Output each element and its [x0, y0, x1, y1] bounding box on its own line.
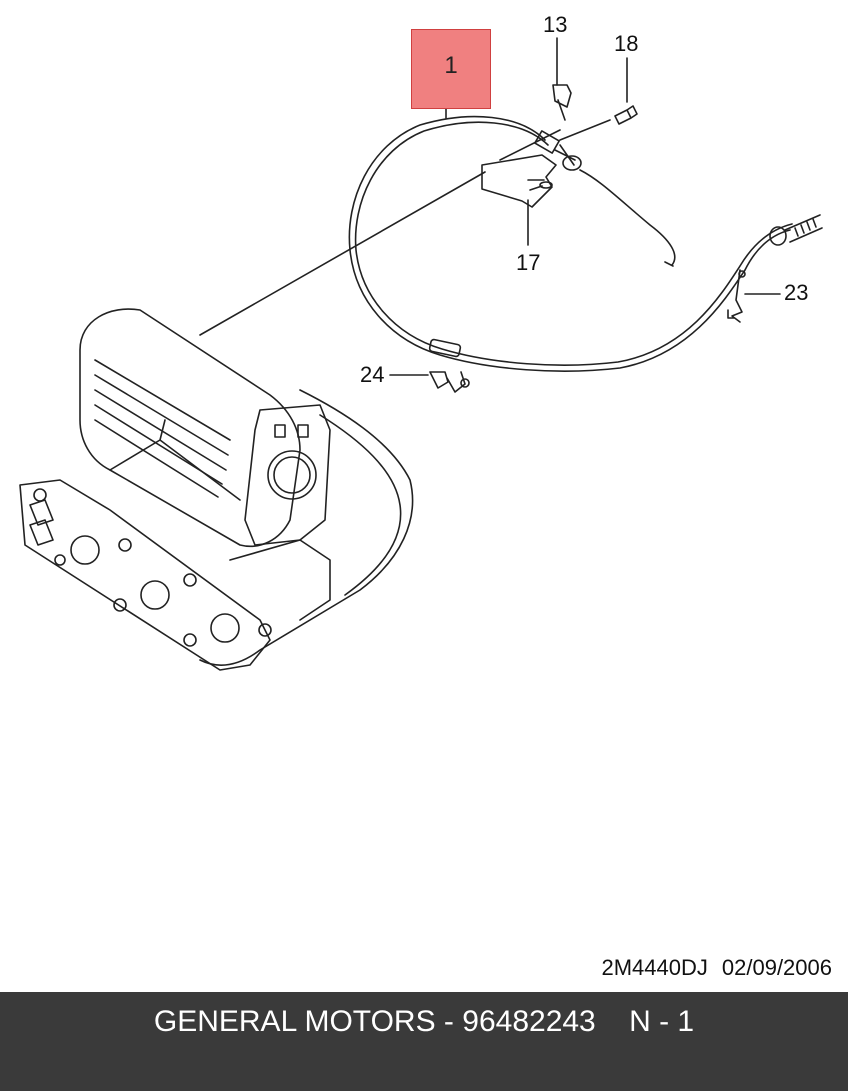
callout-13: 13 — [543, 12, 568, 37]
callout-18: 18 — [614, 31, 639, 56]
parts-diagram — [19, 37, 823, 671]
diagram-code: 2M4440DJ — [601, 955, 708, 980]
clip-23 — [727, 269, 743, 323]
clip-13 — [552, 84, 572, 108]
footer-bar: GENERAL MOTORS - 96482243 N - 1 — [0, 992, 848, 1091]
intake-manifold — [79, 308, 301, 547]
diagram-date: 02/09/2006 — [721, 955, 832, 980]
accelerator-cable — [348, 115, 791, 372]
clip-24 — [429, 371, 466, 393]
diagram-reference: 2M4440DJ 02/09/2006 — [602, 955, 833, 981]
footer-brand: GENERAL MOTORS — [153, 1004, 436, 1038]
part-1-highlight[interactable]: 1 — [411, 29, 491, 109]
callout-23: 23 — [784, 280, 809, 305]
footer-part-number: 96482243 — [462, 1004, 596, 1038]
footer-suffix: N - 1 — [629, 1004, 695, 1038]
callout-1: 1 — [444, 52, 458, 79]
callout-24: 24 — [360, 362, 385, 387]
callout-17: 17 — [516, 250, 541, 275]
bracket-17 — [481, 154, 557, 208]
bolt-18 — [614, 105, 638, 125]
footer-dash: - — [435, 1004, 463, 1038]
